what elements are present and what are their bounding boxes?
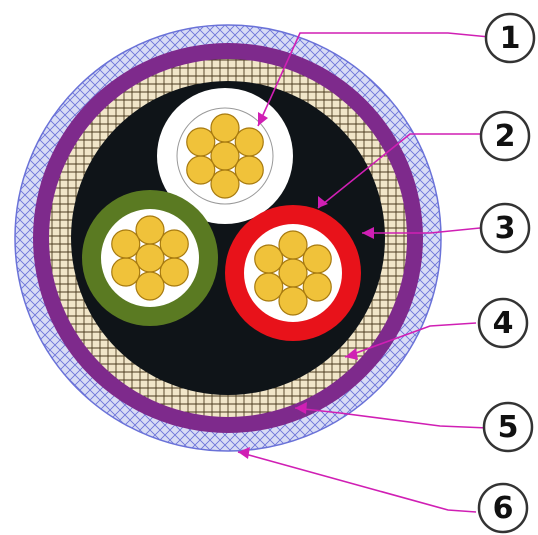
leader-line-1 [257, 32, 501, 127]
callout-5: 5 [482, 401, 534, 453]
leader-line-6 [237, 451, 477, 513]
arrowhead-5 [295, 402, 307, 414]
leader-lines [237, 32, 501, 513]
green-core-strands [111, 215, 189, 301]
conductor-strand [278, 258, 308, 288]
conductor-strand [186, 155, 216, 185]
conductor-strand [159, 257, 189, 287]
callout-number: 4 [493, 306, 514, 341]
conductor-strand [254, 244, 284, 274]
callout-circle [482, 401, 534, 453]
red-insulated-core [225, 205, 361, 341]
callout-circle [479, 202, 531, 254]
conductor-strand [234, 155, 264, 185]
white-core-strands [186, 113, 264, 199]
callout-circle [484, 12, 536, 64]
conductor-strand [111, 257, 141, 287]
conductor-strand [135, 215, 165, 245]
callout-circle [477, 297, 529, 349]
leader-arrowheads [238, 112, 374, 459]
callout-6: 6 [477, 482, 529, 534]
callout-1: 1 [484, 12, 536, 64]
callout-number: 1 [500, 21, 521, 56]
callout-number: 2 [495, 119, 516, 154]
callout-4: 4 [477, 297, 529, 349]
conductor-strand [254, 272, 284, 302]
leader-line-5 [294, 407, 489, 429]
conductor-strand [278, 286, 308, 316]
conductor-strand [210, 141, 240, 171]
green-insulated-core [82, 190, 218, 326]
conductor-strand [135, 271, 165, 301]
leader-line-2 [317, 133, 480, 209]
leader-line-4 [344, 322, 477, 358]
conductor-strand [210, 169, 240, 199]
leader-line-3 [362, 227, 481, 234]
callout-3: 3 [479, 202, 531, 254]
conductor-strand [186, 127, 216, 157]
callout-number: 3 [495, 211, 516, 246]
conductor-strand [210, 113, 240, 143]
conductor-strand [111, 229, 141, 259]
arrowhead-3 [362, 227, 374, 239]
red-core-strands [254, 230, 332, 316]
conductor-strand [278, 230, 308, 260]
arrowhead-2 [318, 196, 328, 208]
conductor-strand [159, 229, 189, 259]
callout-circle [479, 110, 531, 162]
callout-number: 5 [498, 410, 519, 445]
callout-number: 6 [493, 491, 514, 526]
conductor-strand [135, 243, 165, 273]
arrowhead-6 [238, 447, 250, 459]
callout-circle [477, 482, 529, 534]
conductor-strand [234, 127, 264, 157]
arrowhead-1 [258, 112, 268, 126]
conductor-strand [302, 272, 332, 302]
arrowhead-4 [345, 348, 358, 360]
callout-2: 2 [479, 110, 531, 162]
conductor-strand [302, 244, 332, 274]
